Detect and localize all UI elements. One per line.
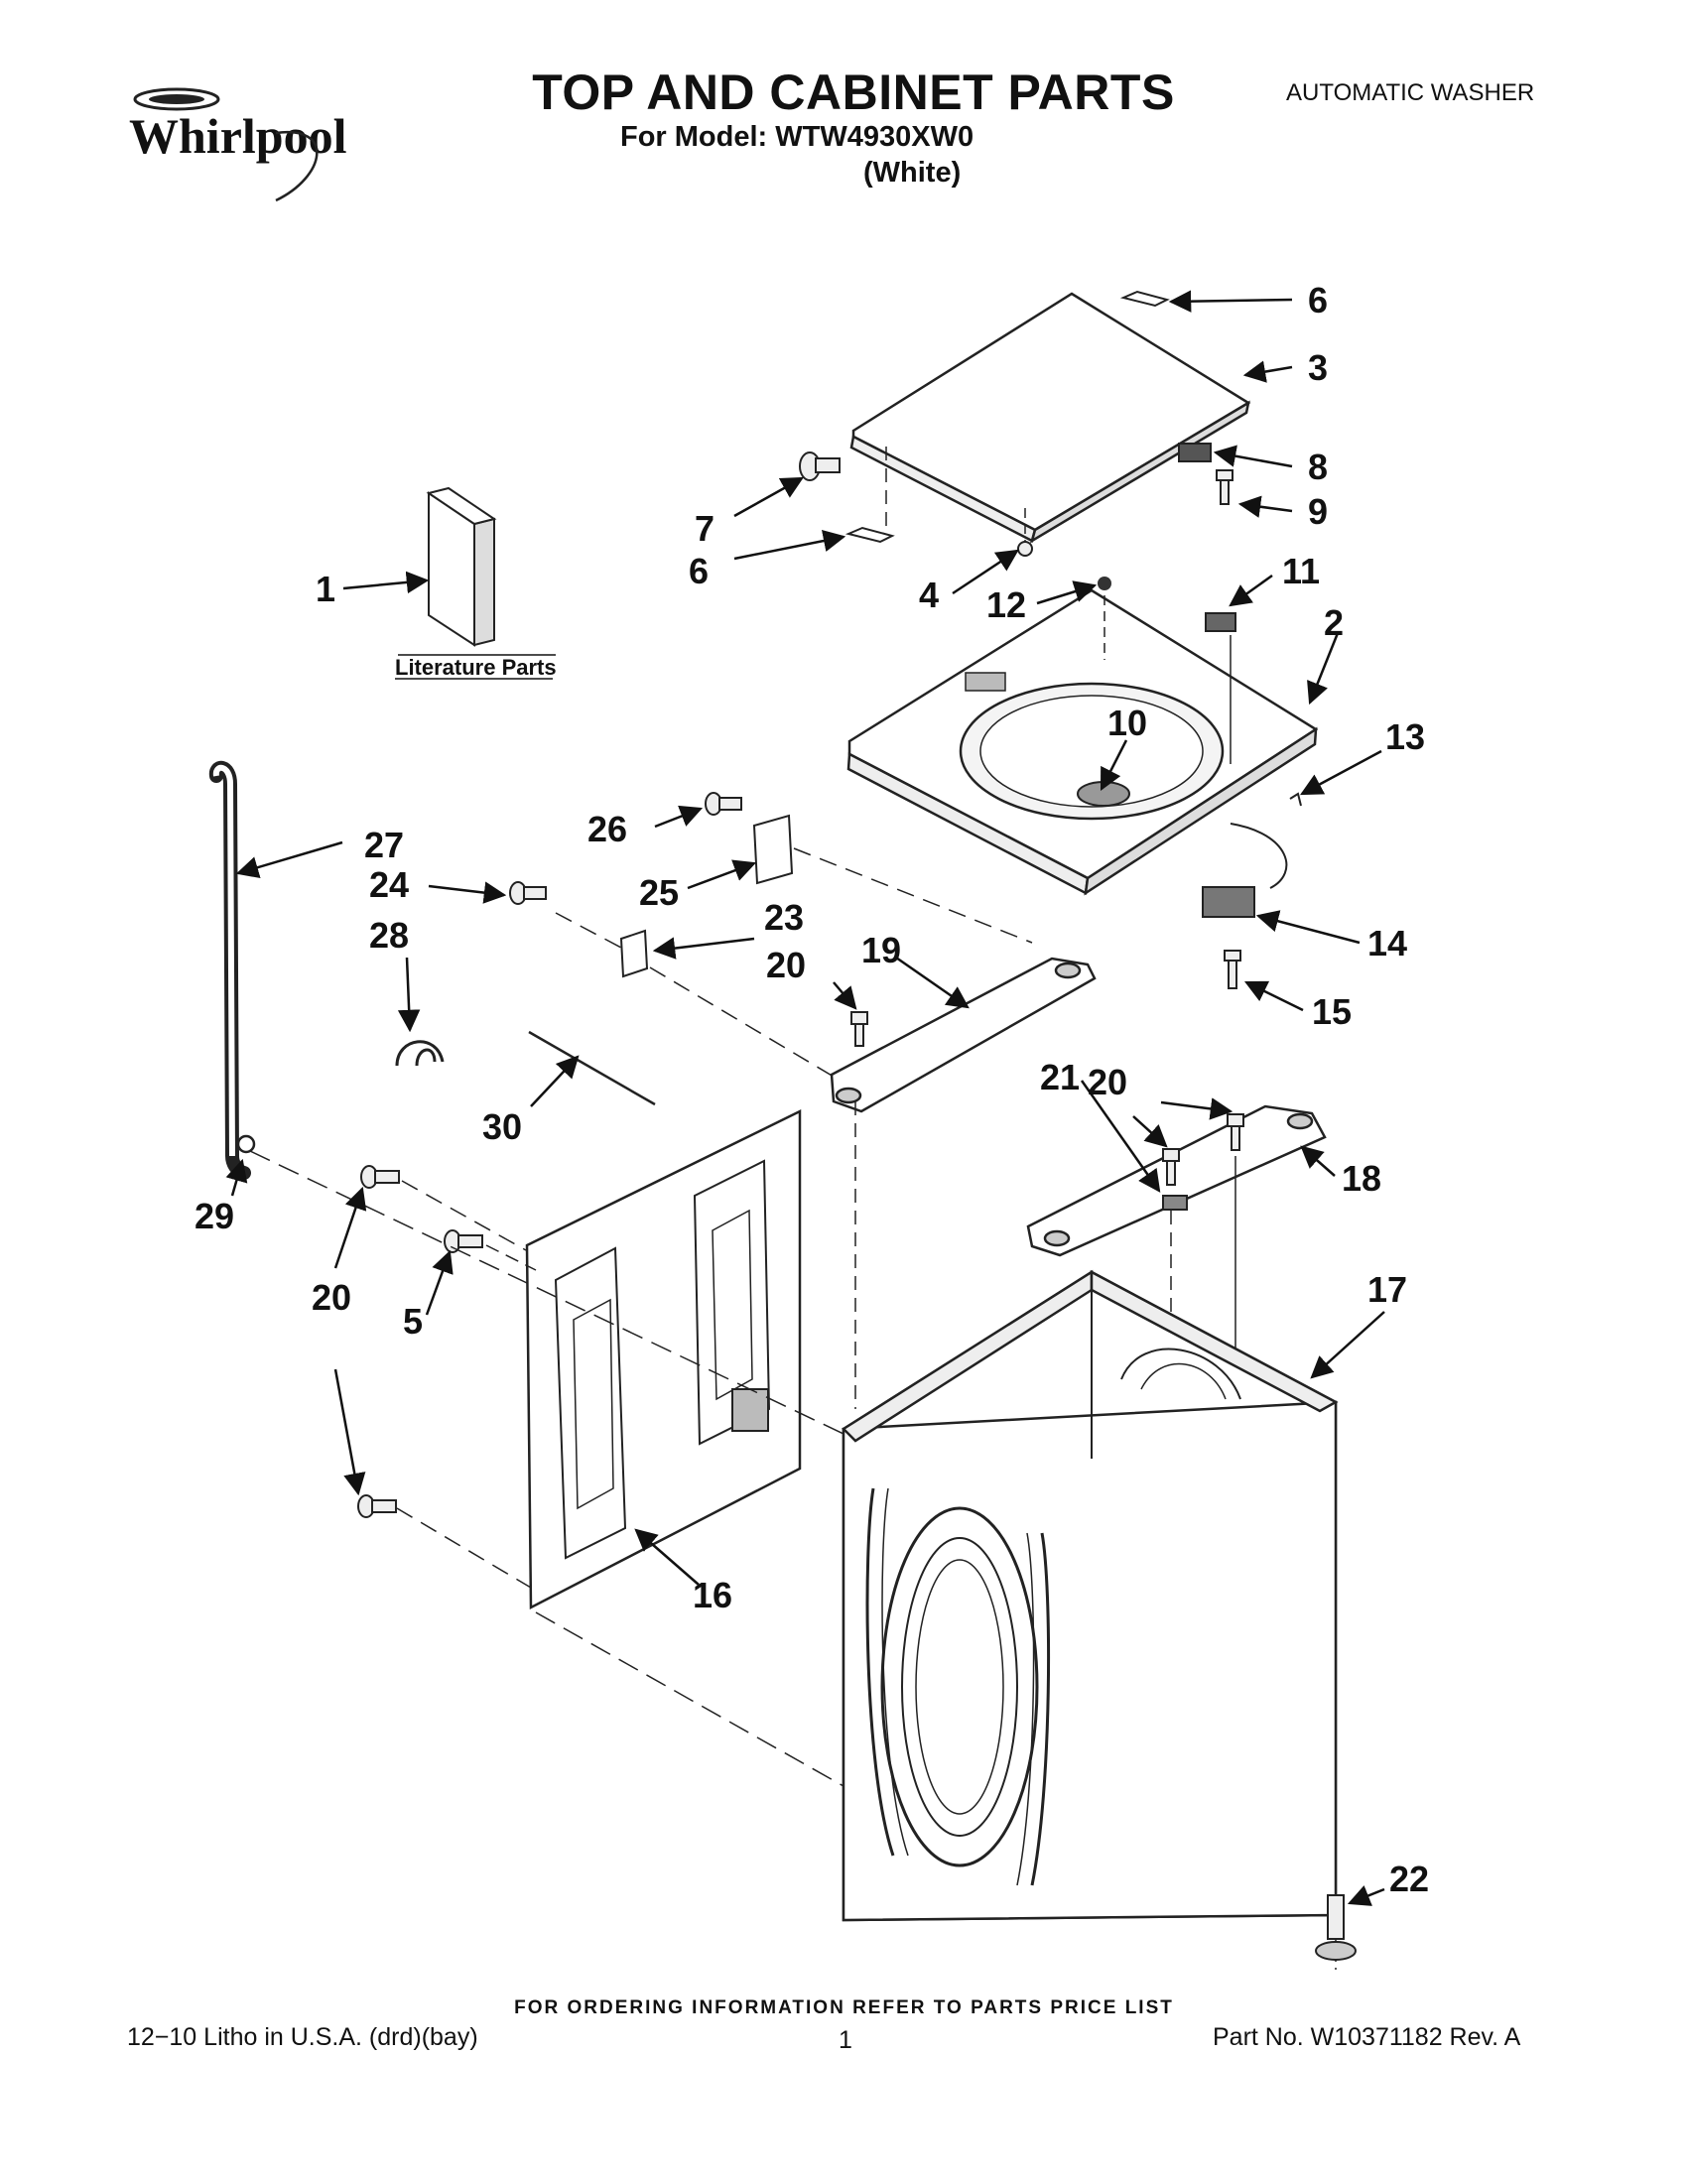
callout-20b: 20 [1088,1062,1127,1102]
callout-30: 30 [482,1106,522,1147]
callout-17: 17 [1367,1269,1407,1310]
callout-18: 18 [1342,1158,1381,1199]
hinge-pin-bottom [844,526,895,544]
screw-20-rear-panel-bottom [357,1494,397,1518]
leader-arrows [225,290,1385,1906]
callout-10: 10 [1107,703,1147,743]
callout-7: 7 [695,508,714,549]
callout-15: 15 [1312,991,1352,1032]
callout-8: 8 [1308,447,1328,487]
literature-parts-label: Literature Parts [395,655,557,680]
screw-24 [509,881,547,905]
hose-form [395,1040,445,1067]
bracket-23 [619,929,649,978]
callout-14: 14 [1367,923,1407,964]
callout-23: 23 [764,897,804,938]
product-type: AUTOMATIC WASHER [1286,79,1535,106]
callout-3: 3 [1308,347,1328,388]
leveling-leg [1315,1894,1357,1961]
callout-6b: 6 [689,551,709,591]
screw-5 [444,1229,483,1253]
front-brace [830,957,1097,1113]
callout-21: 21 [1040,1057,1080,1097]
litho-info: 12−10 Litho in U.S.A. (drd)(bay) [127,2023,478,2051]
callout-11: 11 [1282,551,1320,591]
clip-21 [1162,1195,1188,1211]
cabinet [842,1269,1339,1922]
callout-13: 13 [1385,716,1425,757]
lid-switch-assembly [1202,886,1255,918]
callout-4: 4 [919,575,939,615]
rear-panel [525,1108,802,1610]
callout-25: 25 [639,872,679,913]
strap-30 [528,1030,656,1106]
callout-12: 12 [986,584,1026,625]
page-number: 1 [839,2026,852,2054]
screw-20-rear-a [1162,1148,1180,1186]
washer-lid [849,292,1251,544]
screw-20-brace [850,1011,868,1047]
callout-24: 24 [369,864,409,905]
lid-bumper [1017,541,1033,557]
lid-hinge-screw [799,451,841,481]
hinge-pin-top [1119,290,1170,308]
callout-22: 22 [1389,1859,1429,1899]
callout-19: 19 [861,930,901,970]
callout-9: 9 [1308,491,1328,532]
callout-27: 27 [364,825,404,865]
callout-20a: 20 [766,945,806,985]
callout-16: 16 [693,1575,732,1615]
model-line: For Model: WTW4930XW0 [620,121,974,153]
callout-6a: 6 [1308,280,1328,321]
screw-20-rear-panel-top [360,1165,400,1189]
hose-clamp [236,1134,256,1154]
page-title: TOP AND CABINET PARTS [532,64,1175,120]
rear-brace [1026,1104,1327,1257]
ordering-note: FOR ORDERING INFORMATION REFER TO PARTS … [514,1997,1174,2018]
literature-book [426,486,497,647]
screw-15 [1224,950,1241,989]
callout-5: 5 [403,1301,423,1342]
callout-20c: 20 [312,1277,351,1318]
top-panel [846,588,1319,896]
callout-1: 1 [316,569,335,609]
clip-13 [1289,792,1302,807]
nut-12 [1098,577,1111,590]
screw-26 [705,792,742,816]
screw-9 [1216,469,1234,505]
callout-29: 29 [195,1196,234,1236]
bracket-25 [752,814,794,885]
callout-2: 2 [1324,602,1344,643]
whirlpool-logo: Whirlpool [129,87,347,202]
lid-lock-part [1205,612,1236,632]
lid-switch-part [1178,443,1212,462]
callout-28: 28 [369,915,409,956]
color-line: (White) [863,157,962,189]
svg-text:Whirlpool: Whirlpool [129,108,347,164]
callout-26: 26 [587,809,627,849]
part-number: Part No. W10371182 Rev. A [1213,2023,1521,2051]
